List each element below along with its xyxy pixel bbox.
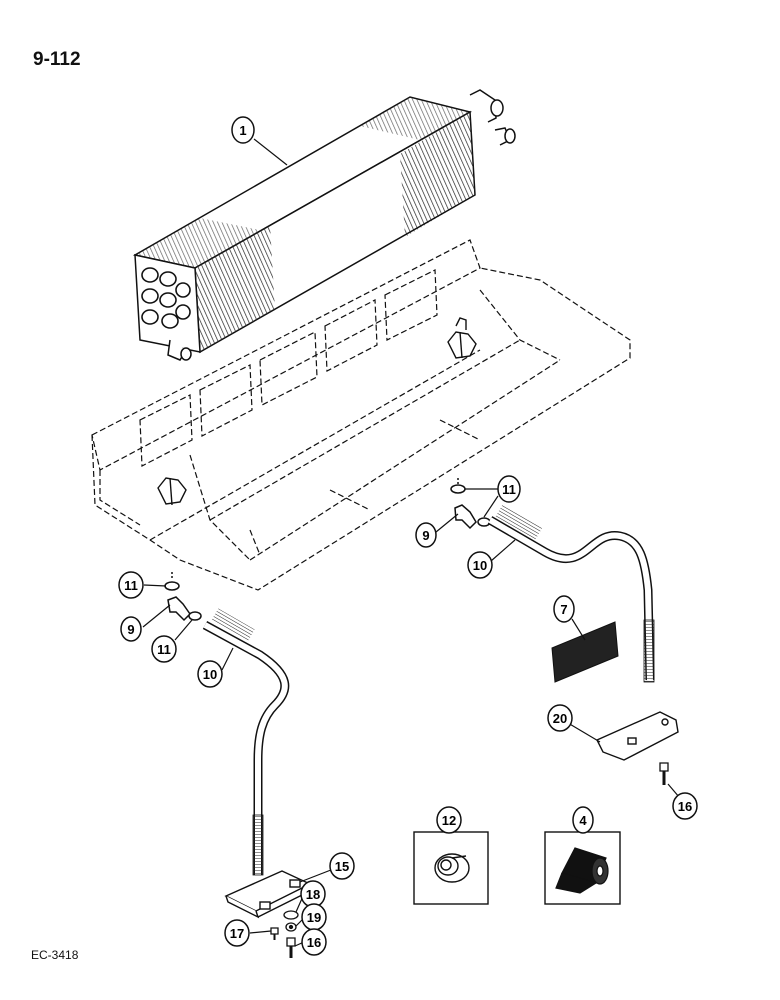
bracket-screw xyxy=(659,762,669,785)
svg-text:10: 10 xyxy=(473,558,487,573)
svg-text:18: 18 xyxy=(306,887,320,902)
svg-text:1: 1 xyxy=(239,123,246,138)
svg-text:4: 4 xyxy=(579,813,587,828)
callout-10-right: 10 xyxy=(467,551,493,579)
callout-16-bottom: 16 xyxy=(301,928,327,956)
callout-1: 1 xyxy=(231,116,255,144)
svg-text:12: 12 xyxy=(442,813,456,828)
callout-16-right: 16 xyxy=(672,792,698,820)
evaporator-core xyxy=(132,89,516,361)
callout-9-right: 9 xyxy=(415,522,437,548)
svg-text:11: 11 xyxy=(124,578,138,593)
inset-box-12 xyxy=(413,831,489,905)
callout-7: 7 xyxy=(553,595,575,623)
svg-text:9: 9 xyxy=(422,528,429,543)
callout-9-left: 9 xyxy=(120,616,142,642)
inset-box-4 xyxy=(544,831,621,905)
drain-fitting-right xyxy=(447,317,477,359)
callout-18: 18 xyxy=(300,880,326,908)
evaporator-housing xyxy=(91,239,631,591)
right-hose-assembly xyxy=(450,478,655,683)
callout-10-left: 10 xyxy=(197,660,223,688)
page-number: 9-112 xyxy=(33,49,81,70)
callout-11-left-top: 11 xyxy=(118,571,144,599)
svg-text:11: 11 xyxy=(157,642,171,657)
callout-19: 19 xyxy=(301,903,327,931)
bracket xyxy=(596,711,679,761)
callout-15: 15 xyxy=(329,852,355,880)
tape-roll-part xyxy=(555,847,609,894)
foam-strip xyxy=(551,621,619,683)
callout-4: 4 xyxy=(572,806,594,834)
callout-17: 17 xyxy=(224,919,250,947)
svg-text:17: 17 xyxy=(230,926,244,941)
callout-11-left-bottom: 11 xyxy=(151,635,177,663)
svg-text:20: 20 xyxy=(553,711,567,726)
callout-20: 20 xyxy=(547,704,573,732)
svg-text:15: 15 xyxy=(335,859,349,874)
mounting-plate xyxy=(224,870,313,919)
svg-text:11: 11 xyxy=(502,482,516,497)
left-hose-assembly xyxy=(164,572,290,876)
svg-text:7: 7 xyxy=(560,602,567,617)
callout-12: 12 xyxy=(436,806,462,834)
svg-text:9: 9 xyxy=(127,622,134,637)
svg-text:10: 10 xyxy=(203,667,217,682)
grommet-part xyxy=(434,853,470,883)
hardware-stack xyxy=(270,910,299,958)
svg-text:16: 16 xyxy=(678,799,692,814)
figure-code: EC-3418 xyxy=(31,948,79,962)
drain-fitting-left xyxy=(157,477,187,506)
svg-text:16: 16 xyxy=(307,935,321,950)
svg-text:19: 19 xyxy=(307,910,321,925)
callout-11-right-top: 11 xyxy=(497,475,521,503)
